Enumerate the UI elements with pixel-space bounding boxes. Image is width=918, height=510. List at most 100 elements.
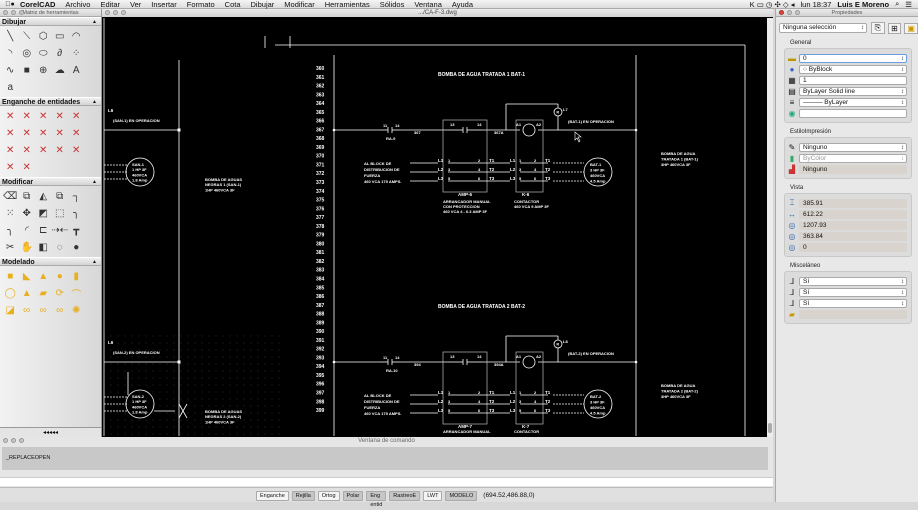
cut-icon[interactable]: ✂ bbox=[6, 241, 15, 253]
spline-icon[interactable]: ∿ bbox=[6, 64, 15, 76]
toggle-pickadd-icon[interactable]: ▣ bbox=[904, 22, 918, 34]
scale-icon[interactable]: ◩ bbox=[38, 207, 48, 219]
lineweight-field[interactable]: ——— ByLayer bbox=[799, 97, 907, 107]
window-controls[interactable] bbox=[105, 10, 126, 15]
break-icon[interactable]: ⊏ bbox=[39, 224, 48, 236]
menu-8[interactable]: Herramientas bbox=[324, 0, 370, 9]
linetype-scale-field[interactable]: 1 bbox=[799, 75, 907, 85]
hatch-icon[interactable]: ■ bbox=[23, 64, 30, 76]
linetype-field[interactable]: ByLayer Solid line bbox=[799, 86, 907, 96]
status-toggle-eng-entid[interactable]: Eng entid bbox=[366, 490, 387, 508]
explode-icon[interactable]: ┳ bbox=[73, 224, 80, 236]
snap-nearest-icon[interactable]: ✕ bbox=[22, 127, 31, 139]
menu-9[interactable]: Sólidos bbox=[379, 0, 405, 9]
snap-extension-icon[interactable]: ✕ bbox=[72, 110, 81, 122]
status-toggle-rejilla[interactable]: Rejilla bbox=[291, 490, 315, 501]
menu-1[interactable]: Editar bbox=[100, 0, 121, 9]
snap-clear-icon[interactable]: ✕ bbox=[6, 161, 15, 173]
pattern-icon[interactable]: ⁙ bbox=[6, 207, 15, 219]
command-input[interactable] bbox=[0, 477, 773, 486]
apple-icon[interactable]: ● bbox=[5, 0, 14, 8]
status-toggle-lwt[interactable]: LWT bbox=[423, 490, 443, 501]
ellipse-icon[interactable]: ⬭ bbox=[38, 47, 48, 59]
misc-field-2[interactable]: Sí bbox=[799, 298, 907, 308]
box-icon[interactable]: ■ bbox=[7, 270, 14, 282]
wedge-icon[interactable]: ◣ bbox=[22, 270, 31, 282]
window-controls[interactable] bbox=[779, 10, 800, 15]
menu-2[interactable]: Ver bbox=[130, 0, 142, 9]
snap-quadrant-icon[interactable]: ✕ bbox=[55, 127, 64, 139]
snap-intersection-icon[interactable]: ✕ bbox=[39, 110, 48, 122]
edit-properties-icon[interactable]: ✋ bbox=[20, 241, 33, 253]
select-objects-icon[interactable]: ⊞ bbox=[887, 22, 902, 34]
cylinder-icon[interactable]: ▮ bbox=[73, 270, 79, 282]
move-icon[interactable]: ✥ bbox=[22, 207, 31, 219]
print-style-field[interactable]: Ninguno bbox=[799, 142, 907, 152]
snap-center-icon[interactable]: ✕ bbox=[39, 127, 48, 139]
collapse-section-icon[interactable]: ▲ bbox=[92, 259, 97, 265]
snap-parallel-icon[interactable]: ✕ bbox=[39, 144, 48, 156]
collapse-toolbox-button[interactable]: ◂◂◂◂◂ bbox=[0, 427, 101, 437]
layers-icon[interactable]: ◧ bbox=[38, 241, 48, 253]
notification-list-icon[interactable]: ☰ bbox=[905, 0, 912, 9]
points-icon[interactable]: ⁘ bbox=[72, 47, 81, 59]
menu-app[interactable]: CorelCAD bbox=[20, 0, 56, 9]
extend-icon[interactable]: ╮ bbox=[7, 224, 14, 236]
window-controls[interactable] bbox=[3, 438, 24, 443]
color-field[interactable]: ○ ByBlock bbox=[799, 64, 907, 74]
snap-insertion-icon[interactable]: ✕ bbox=[6, 144, 15, 156]
rectangle-icon[interactable]: ▭ bbox=[55, 30, 65, 42]
vertical-scrollbar[interactable] bbox=[767, 18, 773, 437]
snap-settings-icon[interactable]: ✕ bbox=[22, 161, 31, 173]
menu-5[interactable]: Cota bbox=[224, 0, 241, 9]
quick-select-icon[interactable]: ⎘ bbox=[871, 22, 885, 34]
status-toggle-rastreoe[interactable]: RastreoE bbox=[389, 490, 421, 501]
arc-icon[interactable]: ◠ bbox=[71, 30, 81, 42]
extrude-icon[interactable]: ▰ bbox=[39, 287, 48, 299]
loft-icon[interactable]: ◪ bbox=[5, 304, 15, 316]
section-header-1[interactable]: Enganche de entidades▲ bbox=[0, 97, 101, 106]
revision-cloud-icon[interactable]: ☁ bbox=[54, 64, 65, 76]
snap-apparent-icon[interactable]: ✕ bbox=[55, 110, 64, 122]
misc-field-0[interactable]: Sí bbox=[799, 276, 907, 286]
collapse-section-icon[interactable]: ▲ bbox=[92, 19, 97, 25]
insert-block-icon[interactable]: ⊕ bbox=[39, 64, 48, 76]
single-line-text-icon[interactable]: a bbox=[7, 81, 14, 93]
selection-dropdown[interactable]: Ninguna selección bbox=[779, 23, 867, 33]
cone-icon[interactable]: ▲ bbox=[38, 270, 49, 282]
snap-none-icon[interactable]: ✕ bbox=[55, 144, 64, 156]
snap-tracking-icon[interactable]: ✕ bbox=[72, 144, 81, 156]
window-controls[interactable] bbox=[3, 10, 24, 15]
menu-7[interactable]: Modificar bbox=[284, 0, 315, 9]
collapse-section-icon[interactable]: ▲ bbox=[92, 179, 97, 185]
status-toggle-polar[interactable]: Polar bbox=[342, 490, 364, 501]
trim-icon[interactable]: ╮ bbox=[73, 207, 80, 219]
polygon-icon[interactable]: ⬡ bbox=[38, 30, 48, 42]
user-name[interactable]: Luis E Moreno bbox=[837, 0, 890, 9]
intersect-icon[interactable]: ∞ bbox=[56, 304, 64, 316]
snap-midpoint-icon[interactable]: ✕ bbox=[22, 110, 31, 122]
offset-icon[interactable]: ⧉ bbox=[56, 190, 64, 202]
fillet-corner-icon[interactable]: ┐ bbox=[72, 190, 80, 202]
layer-field[interactable]: 0 bbox=[799, 53, 907, 63]
status-toggle-enganche[interactable]: Enganche bbox=[256, 490, 289, 501]
collapse-section-icon[interactable]: ▲ bbox=[92, 99, 97, 105]
mirror-icon[interactable]: ◭ bbox=[39, 190, 48, 202]
snap-perpendicular-icon[interactable]: ✕ bbox=[6, 127, 15, 139]
status-icons[interactable]: K ▭ ◷ ✣ ◇ ◂ bbox=[749, 0, 795, 9]
status-toggle-ortog[interactable]: Ortog bbox=[317, 490, 340, 501]
menu-11[interactable]: Ayuda bbox=[451, 0, 474, 9]
spotlight-search-icon[interactable]: ⌕ bbox=[895, 0, 900, 8]
union-icon[interactable]: ∞ bbox=[23, 304, 31, 316]
menu-3[interactable]: Insertar bbox=[151, 0, 177, 9]
lasso-icon[interactable]: ◌ bbox=[56, 241, 63, 253]
polyline-icon[interactable]: ⟍ bbox=[23, 30, 31, 42]
section-header-0[interactable]: Dibujar▲ bbox=[0, 17, 101, 26]
menu-6[interactable]: Dibujar bbox=[250, 0, 275, 9]
menu-4[interactable]: Formato bbox=[186, 0, 215, 9]
sweep-icon[interactable]: ⌒ bbox=[71, 289, 82, 301]
menu-10[interactable]: Ventana bbox=[414, 0, 442, 9]
revolve-icon[interactable]: ⟳ bbox=[55, 287, 64, 299]
status-toggle-modelo[interactable]: MODELO bbox=[445, 490, 478, 501]
